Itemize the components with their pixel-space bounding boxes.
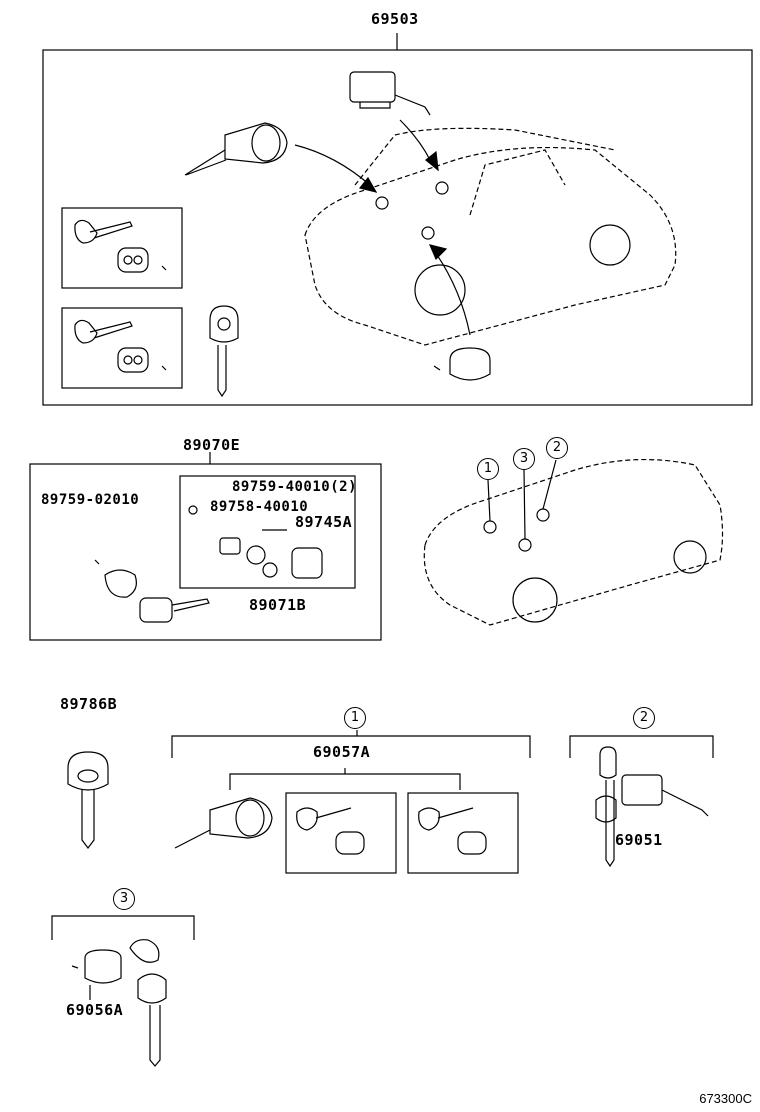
part-label-69503: 69503 [371, 10, 419, 28]
key-icon-4 [104, 569, 210, 623]
car-illustration-top [304, 127, 677, 346]
key-icon-5 [296, 807, 365, 855]
bracket-69057A [171, 735, 531, 758]
door-lock-icon [349, 71, 431, 116]
part-label-89759-02010: 89759-02010 [41, 492, 140, 508]
door-lock-key-icon [595, 746, 709, 868]
car-illustration-mid [423, 458, 724, 626]
cylinder-key-icon [71, 939, 167, 1067]
callout-3-car: 3 [513, 448, 535, 470]
callout-3: 3 [113, 888, 135, 910]
key-icon-1 [74, 219, 167, 273]
part-label-69056A: 69056A [66, 1001, 124, 1019]
key-icon-2 [74, 319, 167, 373]
part-label-89786B: 89786B [60, 695, 118, 713]
part-label-89071B: 89071B [249, 596, 307, 614]
part-label-89758-40010: 89758-40010 [210, 499, 309, 515]
callout-2-car: 2 [546, 437, 568, 459]
ignition-cylinder-icon [184, 122, 288, 176]
callout-1-car: 1 [477, 458, 499, 480]
bracket-3 [51, 915, 195, 940]
rear-cylinder-icon [433, 347, 491, 381]
part-label-89070E: 89070E [183, 436, 241, 454]
set-89070E-frame [29, 463, 382, 641]
bracket-2 [569, 735, 714, 758]
part-label-89759-40010: 89759-40010(2) [232, 479, 358, 495]
part-label-69057A: 69057A [313, 743, 371, 761]
arrow-ignition [294, 144, 371, 186]
callout-1: 1 [344, 707, 366, 729]
master-key-icon [67, 751, 109, 849]
assembly-69503-frame [42, 49, 753, 406]
part-label-69051: 69051 [615, 831, 663, 849]
key-icon-3 [209, 305, 239, 398]
car-wheels-top [414, 224, 631, 316]
callout-2: 2 [633, 707, 655, 729]
car-wheels-mid [512, 540, 707, 623]
diagram-code: 673300C [699, 1091, 752, 1106]
arrow-door [399, 119, 431, 161]
key-icon-6 [418, 807, 487, 855]
ignition-cylinder-icon-2 [174, 797, 273, 849]
part-label-89745A: 89745A [295, 513, 353, 531]
